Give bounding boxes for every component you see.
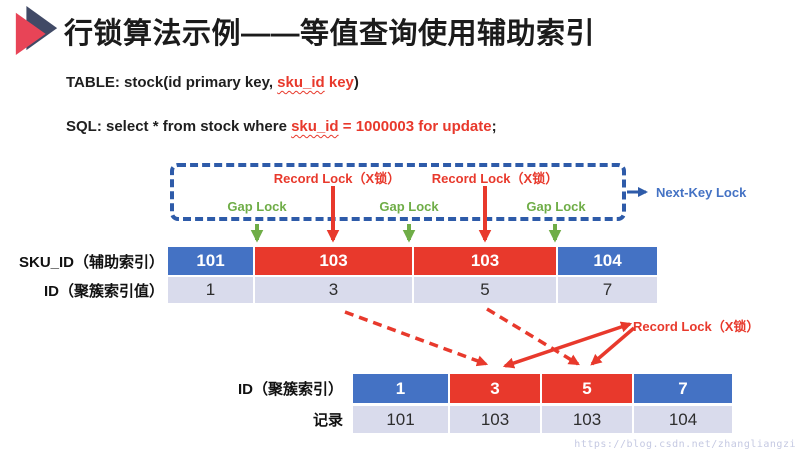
- sql-condition: = 1000003 for update: [338, 118, 492, 135]
- id-cell-5: 5: [414, 277, 556, 303]
- gap-lock-label-3: Gap Lock: [526, 199, 586, 214]
- record-lock-label-1: Record Lock（X锁）: [273, 171, 401, 186]
- table-def-key: key: [324, 74, 354, 91]
- record-cell-101: 101: [353, 406, 448, 433]
- clustered-cell-3-locked: 3: [450, 374, 540, 403]
- sku-cell-101: 101: [168, 247, 253, 275]
- record-cell-104: 104: [634, 406, 732, 433]
- sku-cell-103-locked-a: 103: [255, 247, 412, 275]
- record-cell-103-a: 103: [450, 406, 540, 433]
- clustered-cell-7: 7: [634, 374, 732, 403]
- record-lock-line-to-3: [502, 321, 633, 369]
- table-def-prefix: TABLE: stock(id primary key,: [66, 74, 278, 91]
- record-row-label: 记录: [312, 412, 343, 429]
- clustered-cell-5-locked: 5: [542, 374, 632, 403]
- id-cell-7: 7: [558, 277, 657, 303]
- sql-prefix: SQL: select * from stock where: [66, 118, 292, 135]
- id-cell-1: 1: [168, 277, 253, 303]
- record-cell-103-b: 103: [542, 406, 632, 433]
- id-cell-3: 3: [255, 277, 412, 303]
- table-def-skuid: sku_id: [277, 74, 325, 91]
- sku-cell-103-locked-b: 103: [414, 247, 556, 275]
- dashed-link-5: [486, 307, 580, 366]
- record-lock-label-clustered: Record Lock（X锁）: [633, 319, 760, 334]
- title-marker-icon: [15, 6, 58, 55]
- gap-lock-label-2: Gap Lock: [379, 199, 439, 214]
- secondary-index-row-label: SKU_ID（辅助索引）: [18, 253, 164, 271]
- table-definition-line: TABLE: stock(id primary key, sku_id key): [66, 74, 359, 91]
- sku-cell-104: 104: [558, 247, 657, 275]
- sql-skuid: sku_id: [291, 118, 339, 135]
- record-lock-line-to-5: [590, 326, 636, 366]
- sql-statement-line: SQL: select * from stock where sku_id = …: [66, 118, 497, 135]
- sql-suffix: ;: [491, 118, 497, 135]
- watermark-url: https://blog.csdn.net/zhangliangzi: [574, 439, 796, 450]
- table-def-suffix: ): [353, 74, 359, 91]
- dashed-link-3: [344, 310, 489, 367]
- next-key-lock-label: Next-Key Lock: [656, 185, 747, 200]
- page-title: 行锁算法示例——等值查询使用辅助索引: [64, 18, 596, 50]
- clustered-cell-1: 1: [353, 374, 448, 403]
- next-key-lock-box: [170, 163, 626, 221]
- secondary-index-id-row-label: ID（聚簇索引值）: [43, 282, 164, 300]
- record-lock-label-2: Record Lock（X锁）: [431, 171, 559, 186]
- clustered-index-row-label: ID（聚簇索引）: [237, 381, 343, 398]
- gap-lock-label-1: Gap Lock: [227, 199, 287, 214]
